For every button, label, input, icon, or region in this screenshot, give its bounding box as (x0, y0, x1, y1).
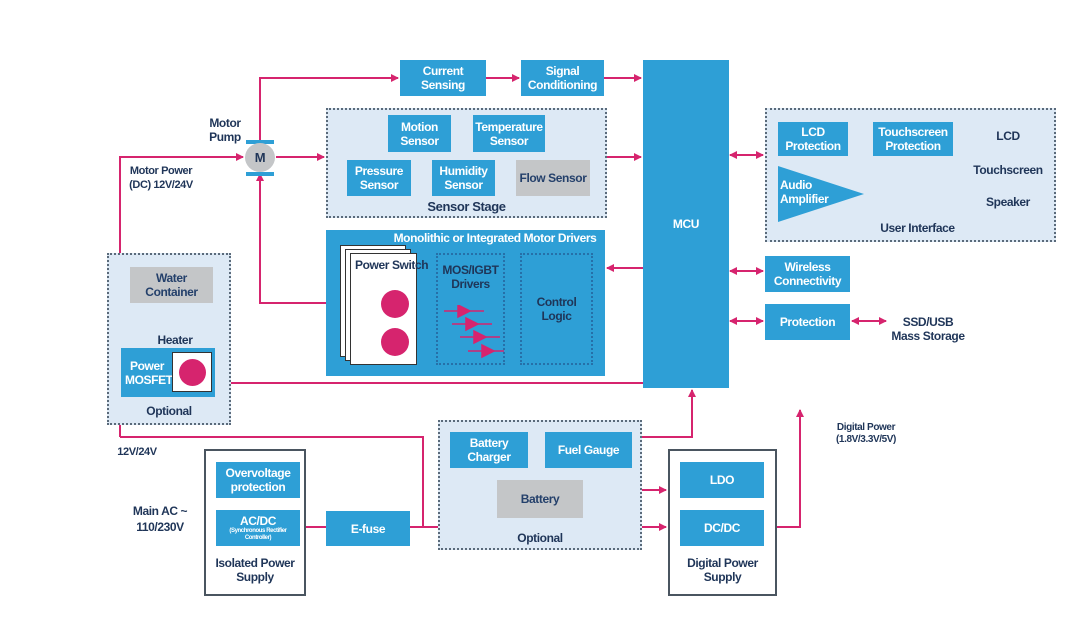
digital-power-supply-label: Digital Power Supply (687, 556, 758, 584)
digital-power-label: Digital Power (1.8V/3.3V/5V) (836, 422, 896, 445)
water-container-block: Water Container (130, 267, 213, 303)
power-mosfet-label: Power MOSFET (125, 358, 173, 387)
touchscreen-protection-block: Touchscreen Protection (873, 122, 953, 156)
wireless-connectivity-block: Wireless Connectivity (765, 256, 850, 292)
acdc-block: AC/DC (Synchronous Rectifier Controller) (216, 510, 300, 546)
optional-left-label: Optional (146, 404, 192, 418)
motor-power-label: Motor Power (DC) 12V/24V (129, 165, 193, 191)
transistor-icon (179, 359, 206, 386)
isolated-power-supply-label: Isolated Power Supply (215, 556, 295, 584)
power-switch-label: Power Switch (355, 258, 429, 272)
mos-igbt-drivers-label: MOS/IGBT Drivers (442, 263, 499, 291)
efuse-block: E-fuse (326, 511, 410, 546)
mcu-block: MCU (643, 60, 729, 388)
control-logic-block: Control Logic (520, 253, 593, 365)
overvoltage-protection-block: Overvoltage protection (216, 462, 300, 498)
heater-label: Heater (157, 333, 193, 347)
battery-charger-block: Battery Charger (450, 432, 528, 468)
motor-icon: M (245, 143, 275, 172)
battery-block: Battery (497, 480, 583, 518)
audio-amplifier-label: Audio Amplifier (780, 178, 829, 206)
v12-24-label: 12V/24V (117, 446, 157, 458)
current-sensing-block: Current Sensing (400, 60, 486, 96)
ssd-usb-label: SSD/USB Mass Storage (891, 315, 965, 343)
transistor-icon (381, 328, 409, 356)
temperature-sensor-block: Temperature Sensor (473, 115, 545, 152)
motor-drivers-title: Monolithic or Integrated Motor Drivers (393, 231, 597, 245)
touchscreen-label: Touchscreen (973, 163, 1043, 177)
ldo-block: LDO (680, 462, 764, 498)
user-interface-label: User Interface (880, 221, 955, 235)
optional-battery-label: Optional (517, 531, 563, 545)
signal-conditioning-block: Signal Conditioning (521, 60, 604, 96)
pressure-sensor-block: Pressure Sensor (347, 160, 411, 196)
driver-buffer-icons (444, 305, 504, 359)
speaker-label: Speaker (986, 195, 1030, 209)
mos-igbt-drivers-block: MOS/IGBT Drivers (436, 253, 505, 365)
flow-sensor-block: Flow Sensor (516, 160, 590, 196)
dcdc-block: DC/DC (680, 510, 764, 546)
protection-block: Protection (765, 304, 850, 340)
lcd-protection-block: LCD Protection (778, 122, 848, 156)
humidity-sensor-block: Humidity Sensor (432, 160, 495, 196)
acdc-label: AC/DC (240, 514, 276, 528)
acdc-sub-label: (Synchronous Rectifier Controller) (229, 528, 287, 541)
audio-amplifier-icon (778, 166, 864, 222)
power-switch-card: Power Switch (350, 253, 429, 365)
lcd-label: LCD (996, 129, 1020, 143)
main-ac-label: Main AC ~ 110/230V (132, 504, 188, 534)
motion-sensor-block: Motion Sensor (388, 115, 451, 152)
motor-bottom-bar (246, 172, 274, 176)
motor-pump-label: Motor Pump (209, 116, 241, 144)
mosfet-icon-box (172, 352, 212, 392)
fuel-gauge-block: Fuel Gauge (545, 432, 632, 468)
transistor-icon (381, 290, 409, 318)
sensor-stage-label: Sensor Stage (427, 199, 506, 214)
motor-top-bar (246, 140, 274, 144)
